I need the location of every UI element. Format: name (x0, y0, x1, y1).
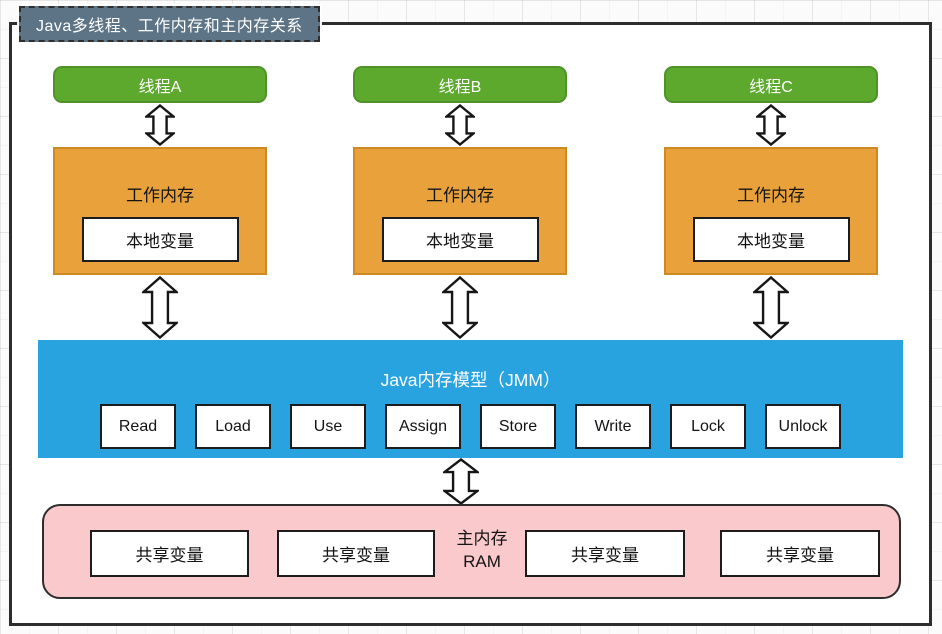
working-memory-b-label: 工作内存 (426, 186, 494, 205)
double-arrow-icon[interactable] (442, 276, 478, 339)
jmm-op-store[interactable]: Store (480, 404, 556, 449)
diagram-title-label: Java多线程、工作内存和主内存关系 (36, 18, 303, 35)
double-arrow-icon[interactable] (145, 104, 175, 146)
shared-variable-box[interactable]: 共享变量 (720, 530, 880, 577)
jmm-node[interactable]: Java内存模型（JMM） Read Load Use Assign Store… (38, 340, 903, 458)
local-variable-c-box[interactable]: 本地变量 (692, 217, 850, 262)
jmm-op-read[interactable]: Read (100, 404, 176, 449)
thread-c-label: 线程C (749, 78, 793, 96)
main-memory-node[interactable]: 共享变量 共享变量 主内存 RAM 共享变量 共享变量 (42, 504, 901, 599)
jmm-op-use[interactable]: Use (290, 404, 366, 449)
jmm-op-lock[interactable]: Lock (670, 404, 746, 449)
working-memory-a-label: 工作内存 (126, 186, 194, 205)
thread-column-b: 线程B 工作内存 本地变量 (353, 66, 567, 340)
main-memory-label-line2: RAM (463, 552, 501, 571)
main-memory-label: 主内存 RAM (440, 527, 524, 573)
thread-column-c: 线程C 工作内存 本地变量 (664, 66, 878, 340)
double-arrow-icon[interactable] (445, 104, 475, 146)
thread-b-node[interactable]: 线程B (353, 66, 567, 103)
diagram-title-box[interactable]: Java多线程、工作内存和主内存关系 (19, 6, 320, 42)
shared-variable-box[interactable]: 共享变量 (90, 530, 249, 577)
jmm-title: Java内存模型（JMM） (380, 370, 561, 390)
main-memory-label-line1: 主内存 (456, 529, 508, 548)
double-arrow-icon[interactable] (753, 276, 789, 339)
double-arrow-icon[interactable] (756, 104, 786, 146)
working-memory-c-label: 工作内存 (737, 186, 805, 205)
jmm-operations-row: Read Load Use Assign Store Write Lock Un… (100, 404, 841, 449)
working-memory-b-node[interactable]: 工作内存 本地变量 (353, 147, 567, 275)
jmm-op-load[interactable]: Load (195, 404, 271, 449)
shared-variable-box[interactable]: 共享变量 (277, 530, 435, 577)
local-variable-a-box[interactable]: 本地变量 (81, 217, 239, 262)
working-memory-a-node[interactable]: 工作内存 本地变量 (53, 147, 267, 275)
jmm-op-unlock[interactable]: Unlock (765, 404, 841, 449)
thread-a-label: 线程A (138, 78, 182, 96)
thread-b-label: 线程B (438, 78, 482, 96)
jmm-op-write[interactable]: Write (575, 404, 651, 449)
thread-column-a: 线程A 工作内存 本地变量 (53, 66, 267, 340)
thread-a-node[interactable]: 线程A (53, 66, 267, 103)
jmm-op-assign[interactable]: Assign (385, 404, 461, 449)
working-memory-c-node[interactable]: 工作内存 本地变量 (664, 147, 878, 275)
double-arrow-icon[interactable] (142, 276, 178, 339)
thread-c-node[interactable]: 线程C (664, 66, 878, 103)
shared-variable-box[interactable]: 共享变量 (525, 530, 685, 577)
double-arrow-icon[interactable] (443, 458, 479, 505)
local-variable-b-box[interactable]: 本地变量 (381, 217, 539, 262)
